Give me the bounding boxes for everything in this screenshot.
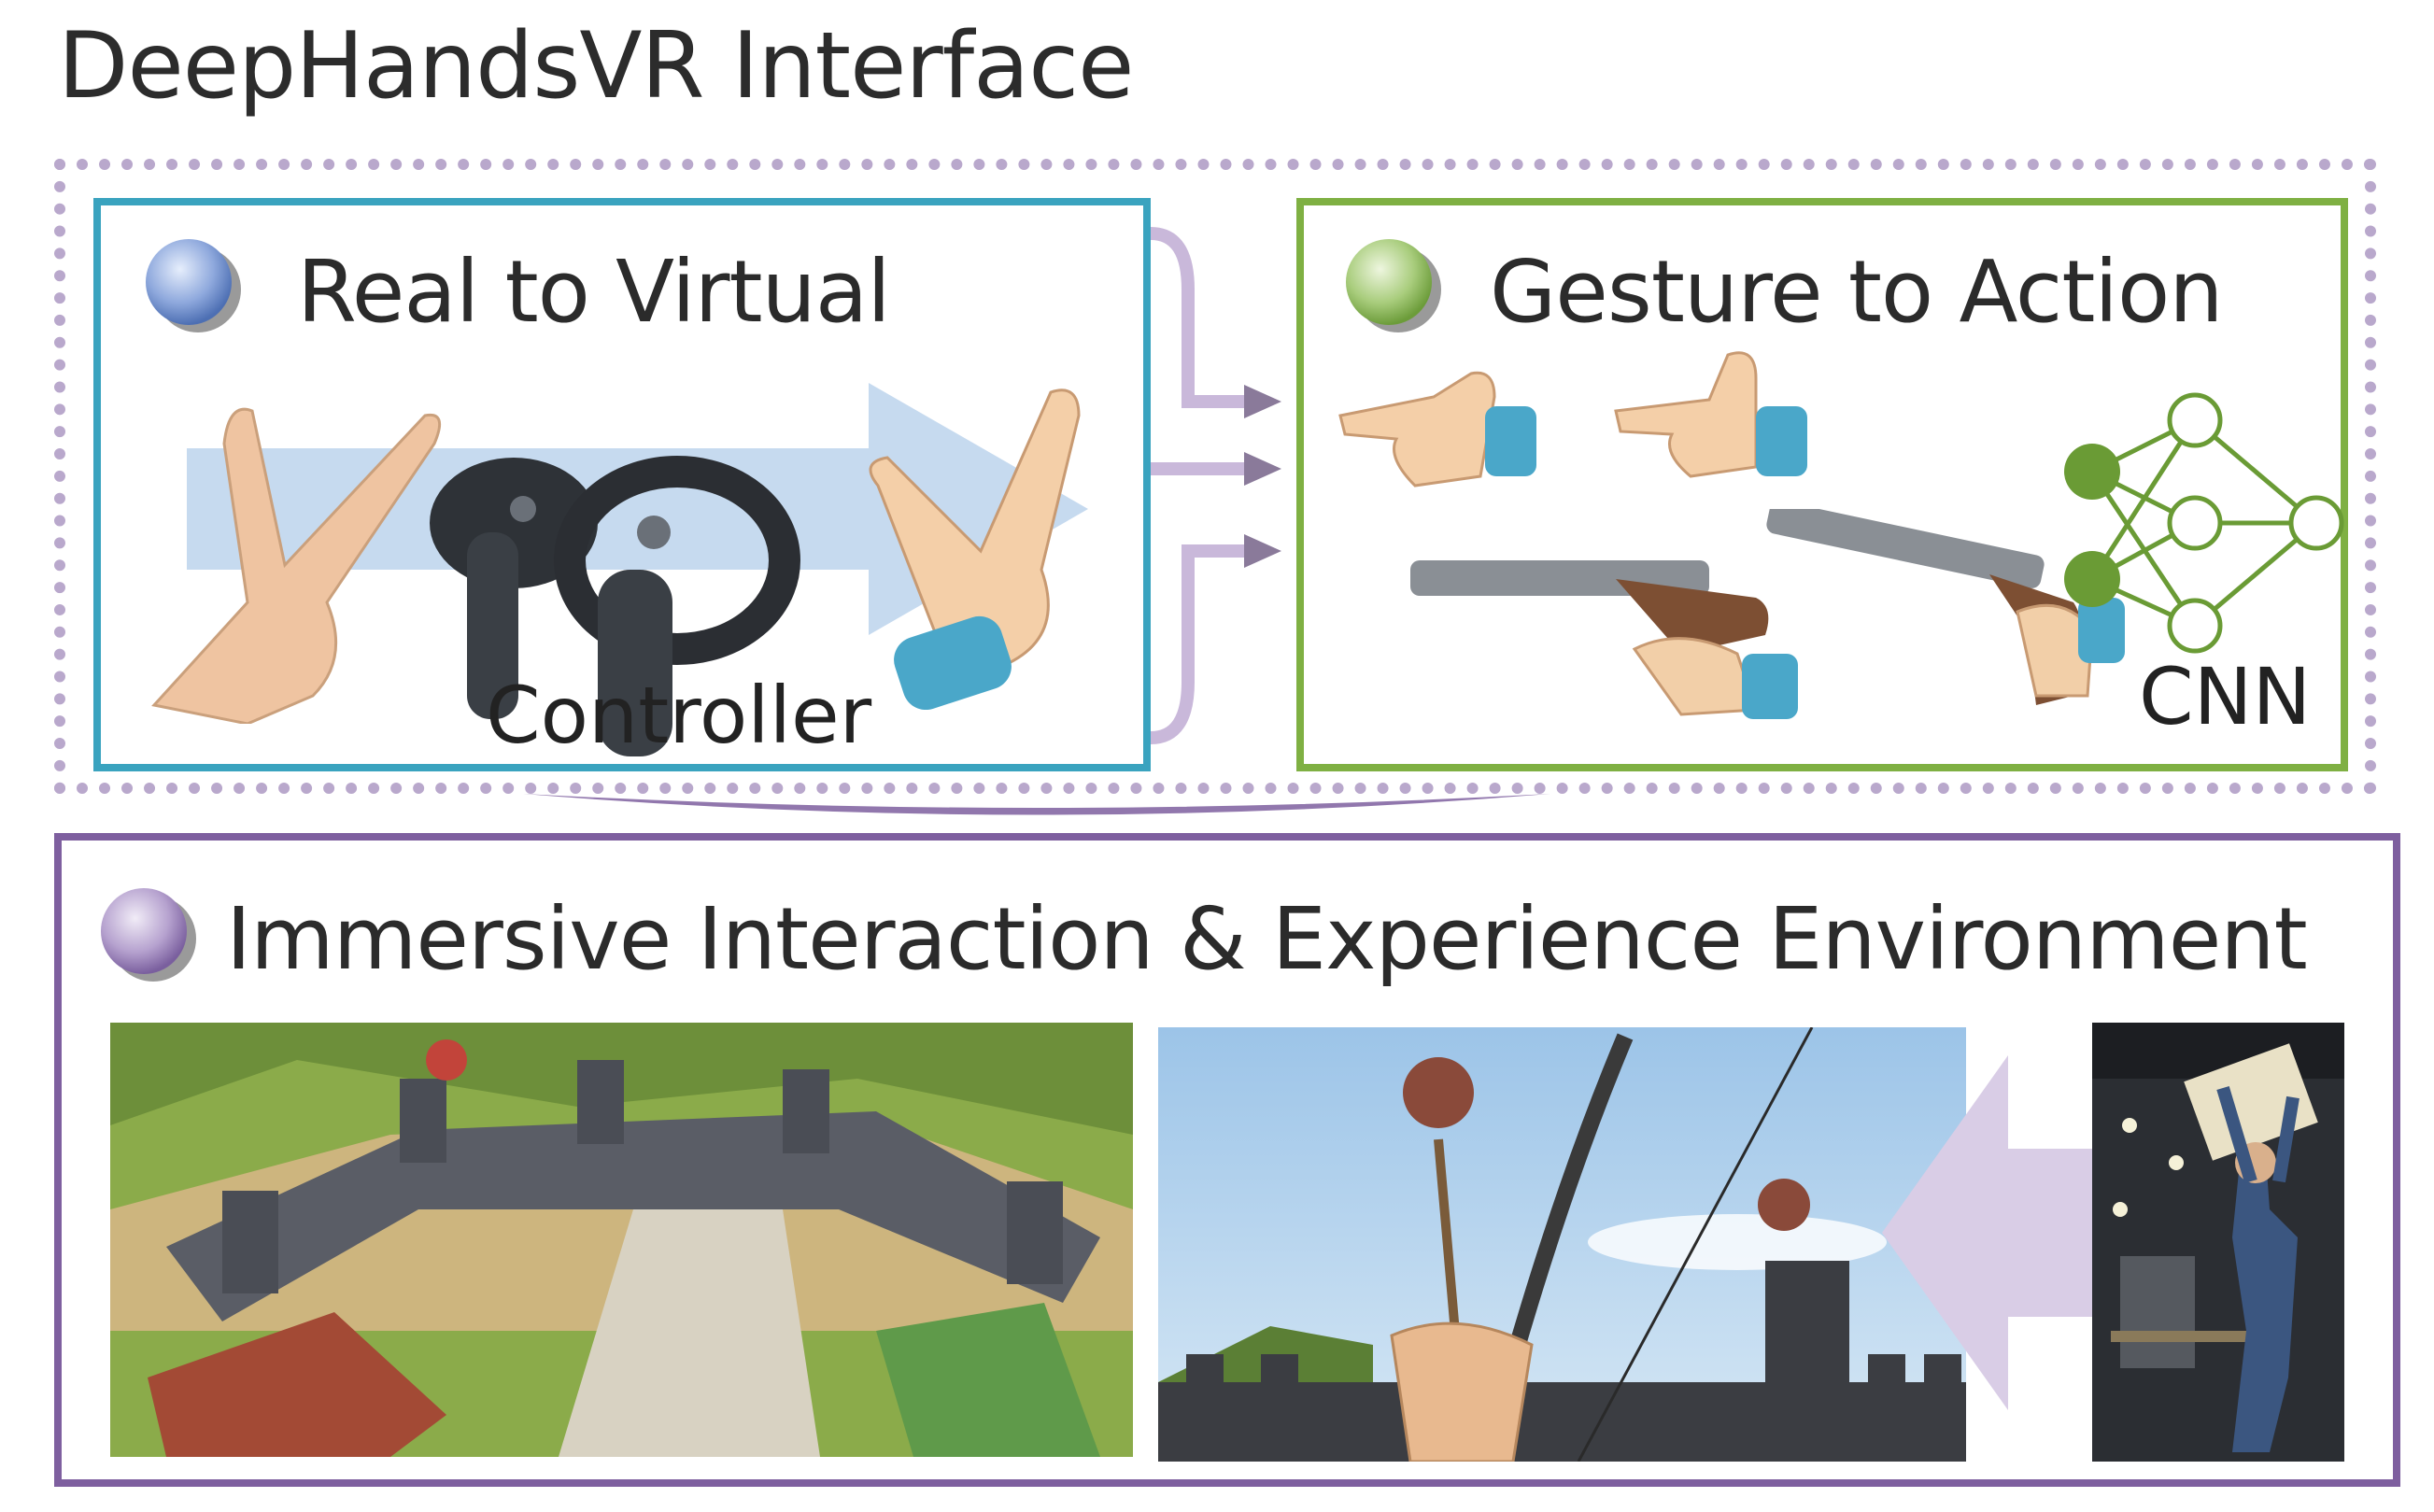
gesture-to-action-panel xyxy=(1296,198,2348,771)
archery-view-image xyxy=(1158,1027,1966,1462)
neural-network-icon xyxy=(2064,392,2344,654)
pistol-1-image xyxy=(1410,560,1798,719)
controller-label: Controller xyxy=(486,670,872,761)
castle-overview-image xyxy=(110,1023,1133,1457)
cnn-label: CNN xyxy=(2139,651,2312,742)
connector-arrows xyxy=(1151,227,1281,744)
virtual-hand-image xyxy=(869,389,1081,710)
arrow-icon xyxy=(1882,1055,2101,1410)
interface-frame xyxy=(54,159,2376,794)
gesture-hand-1-image xyxy=(1338,371,1536,488)
arrow-icon xyxy=(187,383,1088,635)
vr-controller-image xyxy=(430,456,800,756)
pistol-2-image xyxy=(1766,509,2125,705)
user-photo-image xyxy=(2092,1023,2344,1462)
green-bullet-icon xyxy=(1346,239,1441,332)
real-to-virtual-heading: Real to Virtual xyxy=(297,242,891,342)
frame-connector xyxy=(523,794,1550,815)
environment-heading: Immersive Interaction & Experience Envir… xyxy=(226,889,2308,989)
real-hand-image xyxy=(151,407,442,724)
gesture-to-action-heading: Gesture to Action xyxy=(1490,242,2224,342)
purple-bullet-icon xyxy=(101,888,196,982)
blue-bullet-icon xyxy=(146,239,241,332)
gesture-hand-2-image xyxy=(1614,351,1807,478)
diagram-title: DeepHandsVR Interface xyxy=(58,13,1134,120)
